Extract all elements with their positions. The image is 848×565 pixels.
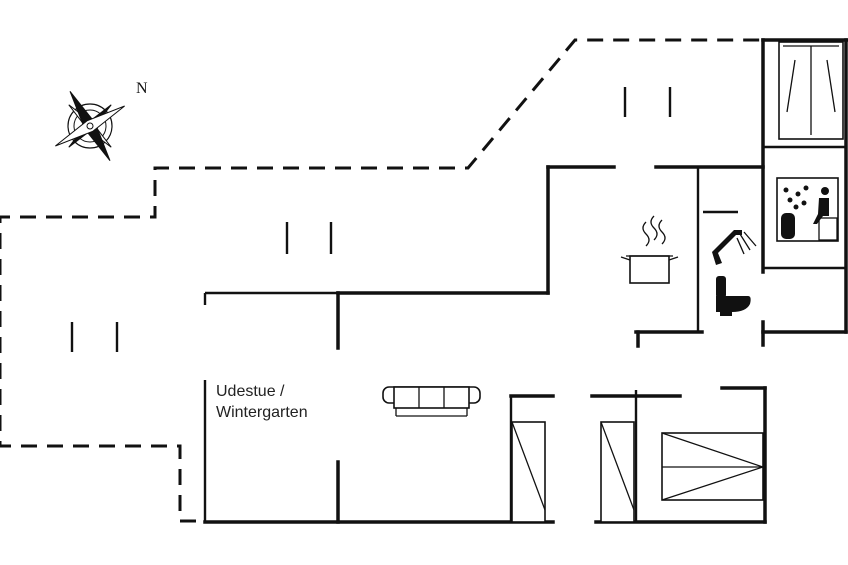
sauna-icon bbox=[776, 177, 839, 242]
cooking-pot-icon bbox=[620, 215, 679, 284]
shower-cabin-icon bbox=[778, 41, 844, 140]
building-walls bbox=[203, 38, 848, 524]
compass-north-label: N bbox=[136, 80, 148, 97]
sofa-icon bbox=[382, 386, 481, 417]
terrace-outline bbox=[0, 38, 762, 523]
single-bed-icon bbox=[511, 421, 546, 523]
room-label-line: Udestue / bbox=[216, 383, 285, 400]
double-bed-icon bbox=[661, 432, 764, 501]
toilet-icon bbox=[716, 276, 751, 316]
room-label-udestue: Udestue / Wintergarten bbox=[216, 381, 308, 423]
single-bed-icon bbox=[600, 421, 635, 523]
room-label-line: Wintergarten bbox=[216, 404, 308, 421]
compass-rose-icon bbox=[55, 91, 125, 161]
window-icon bbox=[70, 87, 672, 352]
shower-icon bbox=[712, 230, 757, 265]
